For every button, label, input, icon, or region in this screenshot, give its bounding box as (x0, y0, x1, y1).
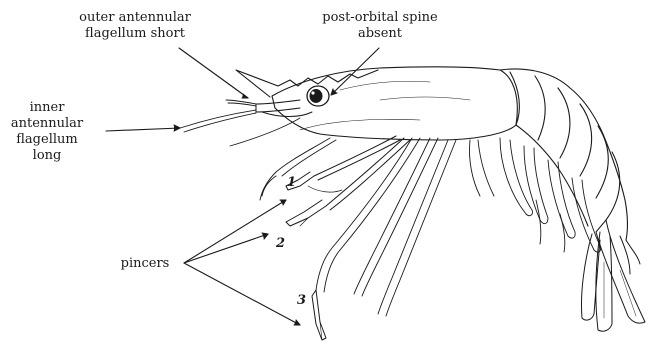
eye (307, 86, 329, 106)
inner-antennular-flagellum (180, 110, 256, 132)
label-line: flagellum short (60, 26, 210, 42)
antenna (230, 118, 300, 146)
label-post-orbital-spine: post-orbital spine absent (305, 10, 455, 42)
label-line: long (2, 148, 92, 164)
leader-lines (106, 48, 379, 325)
pleopods (469, 138, 600, 252)
label-line: inner (2, 100, 92, 116)
antennular-peduncle (256, 100, 312, 117)
label-line: outer antennular (60, 10, 210, 26)
label-inner-antennular-flagellum: inner antennular flagellum long (2, 100, 92, 164)
tail-fan (581, 220, 645, 331)
label-line: flagellum (2, 132, 92, 148)
label-outer-antennular-flagellum: outer antennular flagellum short (60, 10, 210, 42)
pereopod-3 (312, 290, 326, 340)
pereopod-1 (286, 136, 400, 192)
maxilliped (260, 138, 336, 200)
outer-antennular-flagellum (226, 100, 256, 106)
abdomen (500, 69, 627, 240)
label-pincers: pincers (110, 256, 180, 272)
leg-number-3: 3 (297, 293, 306, 308)
label-line: antennular (2, 116, 92, 132)
label-line: post-orbital spine (305, 10, 455, 26)
walking-legs (316, 138, 456, 316)
leg-number-1: 1 (287, 175, 296, 190)
carapace (272, 67, 517, 140)
label-line: absent (305, 26, 455, 42)
leg-number-2: 2 (276, 236, 285, 251)
